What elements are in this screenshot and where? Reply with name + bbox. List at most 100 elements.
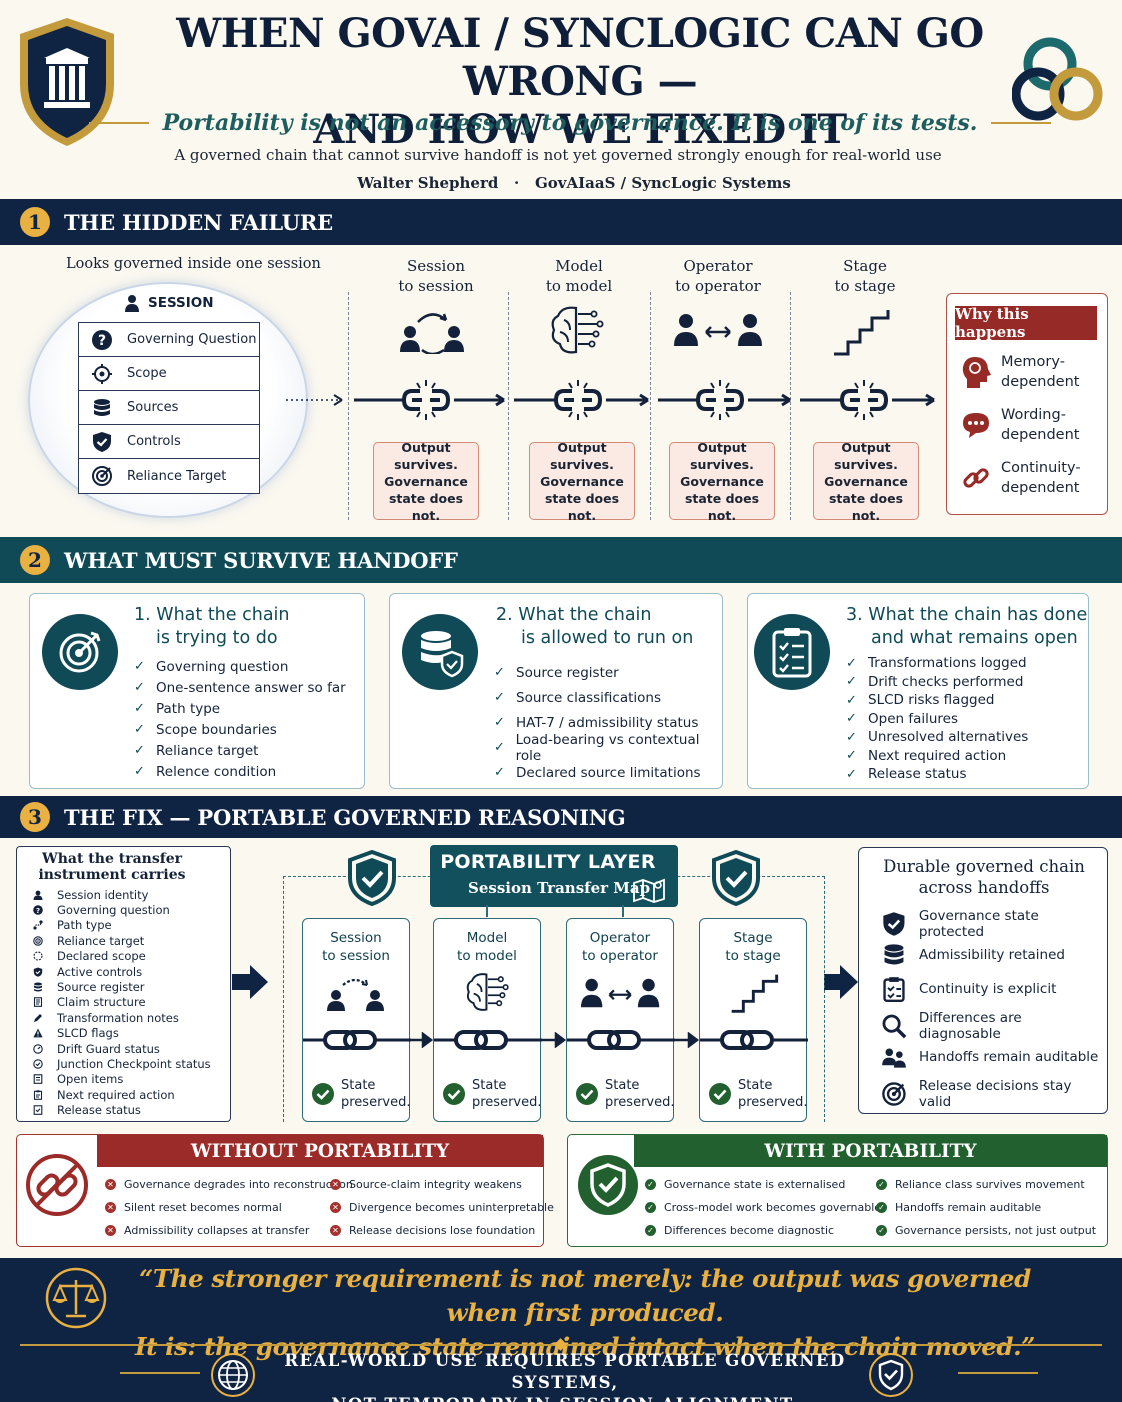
list-item-label: Load-bearing vs contextual role [515,731,700,764]
list-item-label: Source register [57,980,145,995]
organization: GovAIaaS / SyncLogic Systems [534,174,791,192]
footer [0,1258,1122,1402]
note-line: Output [697,439,747,455]
check-icon: ✓ [645,1225,656,1236]
check-icon: ✓ [645,1179,656,1190]
durable-item-label: Differences are diagnosable [918,1010,1022,1042]
check-icon: ✓ [494,715,505,730]
title-line: instrument carries [38,867,186,883]
note-line: survives. [834,456,898,472]
stage-line: to operator [582,948,658,964]
list-item-label: SLCD flags [57,1026,119,1041]
session-item: Reliance Target [79,459,259,493]
people-icon [882,1048,906,1068]
session-item: Sources [79,391,259,425]
divider [508,292,509,520]
without-item: ✕Admissibility collapses at transfer [105,1224,309,1237]
arrow-right-icon [822,962,860,1002]
section-number: 3 [20,802,50,832]
title-line: across handoffs [918,878,1050,897]
shield-check-icon [93,431,111,452]
why-item: Wording-dependent [961,405,1079,445]
with-item: ✓Governance state is externalised [645,1178,845,1191]
handoff-line2: to model [545,277,613,295]
check-icon: ✓ [134,701,145,716]
why-line: Continuity- [1001,460,1081,476]
list-item-label: Reliance target [57,933,145,948]
database-icon [94,398,110,416]
section-1-bar: 1 THE HIDDEN FAILURE [0,199,1122,245]
why-line: Wording- [1001,407,1066,423]
gauge-icon [33,1043,43,1054]
list-item: Transformation notes [33,1010,211,1025]
note-line: state does not. [544,490,620,523]
why-line: dependent [1001,374,1080,390]
list-item: ✓Release status [846,765,1028,784]
with-item: ✓Cross-model work becomes governable [645,1201,881,1214]
person-icon [33,890,43,900]
broken-chain-flow [286,378,946,422]
globe-icon [210,1352,256,1398]
list-item-label: Release status [57,1103,141,1118]
list-item-label: Source classifications [516,689,662,706]
card-title-line: What the chain [156,605,290,625]
durable-item-label: Continuity is explicit [919,981,1057,997]
card-title-line: What the chain [518,605,652,625]
question-icon: ? [92,329,112,350]
title-line: Durable governed chain [883,857,1085,876]
without-title: WITHOUT PORTABILITY [97,1135,543,1167]
list-item-label: Transformation notes [57,1010,179,1025]
check-icon: ✓ [846,748,857,764]
person-icon [125,295,139,312]
x-icon: ✕ [105,1225,116,1236]
stage-line: to stage [725,948,781,964]
list-item-label: Junction Checkpoint status [57,1056,211,1071]
without-item-label: Governance degrades into reconstruction [124,1178,353,1191]
check-icon: ✓ [494,765,505,780]
list-item-label: Transformations logged [868,655,1027,672]
card-title-line: is trying to do [156,628,278,648]
check-icon: ✓ [134,680,145,695]
why-line: Memory- [1001,354,1065,370]
page-title: WHEN GOVAI / SYNCLOGIC CAN GO WRONG — AN… [150,10,1010,154]
list-item: Path type [33,918,211,933]
sync-logo-icon [1012,32,1112,128]
list-icon [33,1074,43,1085]
durable-item: Release decisions stay valid [881,1078,1107,1110]
portability-layer-header: PORTABILITY LAYER Session Transfer Map [430,845,678,907]
check-icon: ✓ [846,711,857,727]
operator-exchange-icon [674,312,764,348]
list-item-label: Unresolved alternatives [868,729,1029,746]
note-line: state does not. [388,490,464,523]
durable-item: Admissibility retained [881,942,1065,968]
session-item-label: Sources [127,400,179,415]
magnifier-icon [882,1014,907,1039]
list-item-label: Source register [516,664,619,681]
handoff-line1: Operator [683,257,753,275]
note-line: survives. [690,456,754,472]
x-icon: ✕ [330,1179,341,1190]
state-line: preserved. [472,1095,542,1110]
brain-circuit-icon [466,973,509,1011]
x-icon: ✕ [105,1202,116,1213]
transfer-instrument-box: What the transfer instrument carries Ses… [16,846,231,1122]
check-icon: ✓ [134,743,145,758]
x-icon: ✕ [330,1225,341,1236]
byline: Walter Shepherd · GovAIaaS / SyncLogic S… [0,174,1122,192]
check-icon: ✓ [876,1225,887,1236]
without-item-label: Silent reset becomes normal [124,1201,282,1214]
state-line: State [341,1078,376,1093]
check-icon: ✓ [876,1179,887,1190]
note-line: survives. [394,456,458,472]
check-icon: ✓ [134,722,145,737]
state-line: State [605,1078,640,1093]
brain-circuit-icon [548,302,608,358]
stage-line: Stage [733,930,773,946]
